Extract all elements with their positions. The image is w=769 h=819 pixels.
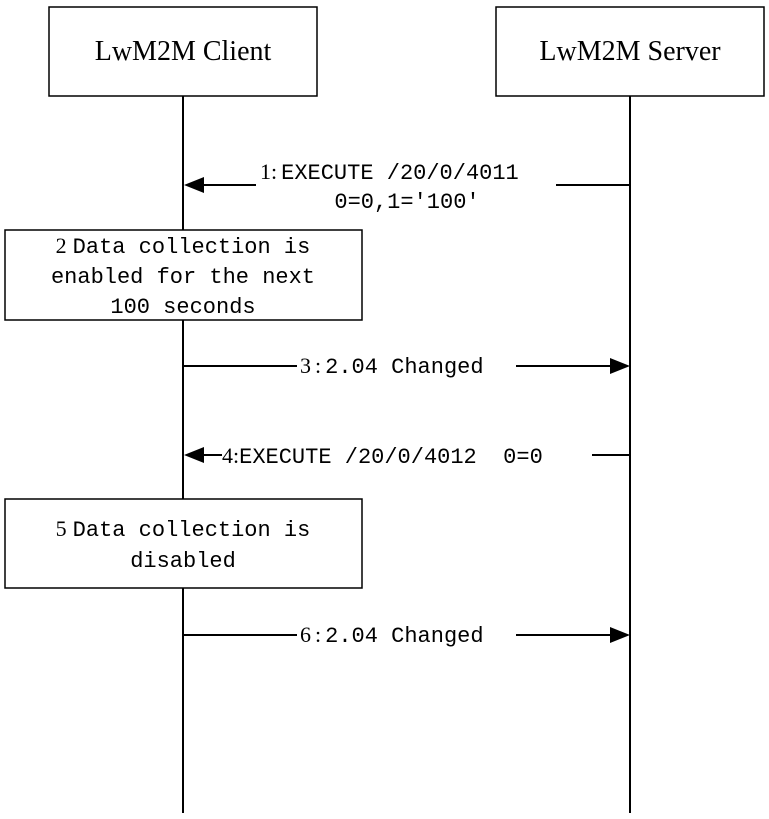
- note-2-line2: enabled for the next: [51, 265, 315, 290]
- note-5-line1: Data collection is: [73, 518, 311, 543]
- server-participant: LwM2M Server: [495, 6, 765, 97]
- note-5-line2: disabled: [130, 549, 236, 574]
- message-3-arrowhead: [610, 358, 630, 374]
- message-1: 1:EXECUTE /20/0/4011 0=0,1='100': [184, 159, 630, 215]
- message-1-params: 0=0,1='100': [334, 190, 479, 215]
- message-3-text: 2.04 Changed: [325, 355, 483, 380]
- message-6-sep: :: [315, 622, 321, 647]
- message-6-arrowhead: [610, 627, 630, 643]
- server-participant-label: LwM2M Server: [539, 36, 721, 67]
- note-2-number: 2: [56, 233, 67, 258]
- svg-text:4:EXECUTE /20/0/4012 0=0: 4:EXECUTE /20/0/4012 0=0: [222, 443, 543, 470]
- message-3-number: 3: [300, 353, 311, 378]
- note-5-number: 5: [56, 516, 67, 541]
- message-4-sep: :: [233, 443, 239, 468]
- message-4-text: EXECUTE /20/0/4012 0=0: [239, 445, 543, 470]
- message-6-number: 6: [300, 622, 311, 647]
- message-1-text: EXECUTE /20/0/4011: [281, 161, 519, 186]
- svg-text:6:2.04 Changed: 6:2.04 Changed: [300, 622, 484, 649]
- message-3: 3:2.04 Changed: [183, 353, 630, 380]
- client-participant-label: LwM2M Client: [95, 36, 272, 67]
- message-6-text: 2.04 Changed: [325, 624, 483, 649]
- message-1-arrowhead: [184, 177, 204, 193]
- client-participant: LwM2M Client: [48, 6, 318, 97]
- svg-text:3:2.04 Changed: 3:2.04 Changed: [300, 353, 484, 380]
- message-3-sep: :: [315, 353, 321, 378]
- message-4: 4:EXECUTE /20/0/4012 0=0: [184, 443, 630, 470]
- note-2-line1: Data collection is: [73, 235, 311, 260]
- message-4-number: 4: [222, 443, 233, 468]
- message-1-number: 1: [260, 159, 271, 184]
- message-6: 6:2.04 Changed: [183, 622, 630, 649]
- svg-text:1:EXECUTE /20/0/4011: 1:EXECUTE /20/0/4011: [260, 159, 519, 186]
- note-2-line3: 100 seconds: [110, 295, 255, 320]
- message-1-sep: :: [271, 159, 277, 184]
- message-4-arrowhead: [184, 447, 204, 463]
